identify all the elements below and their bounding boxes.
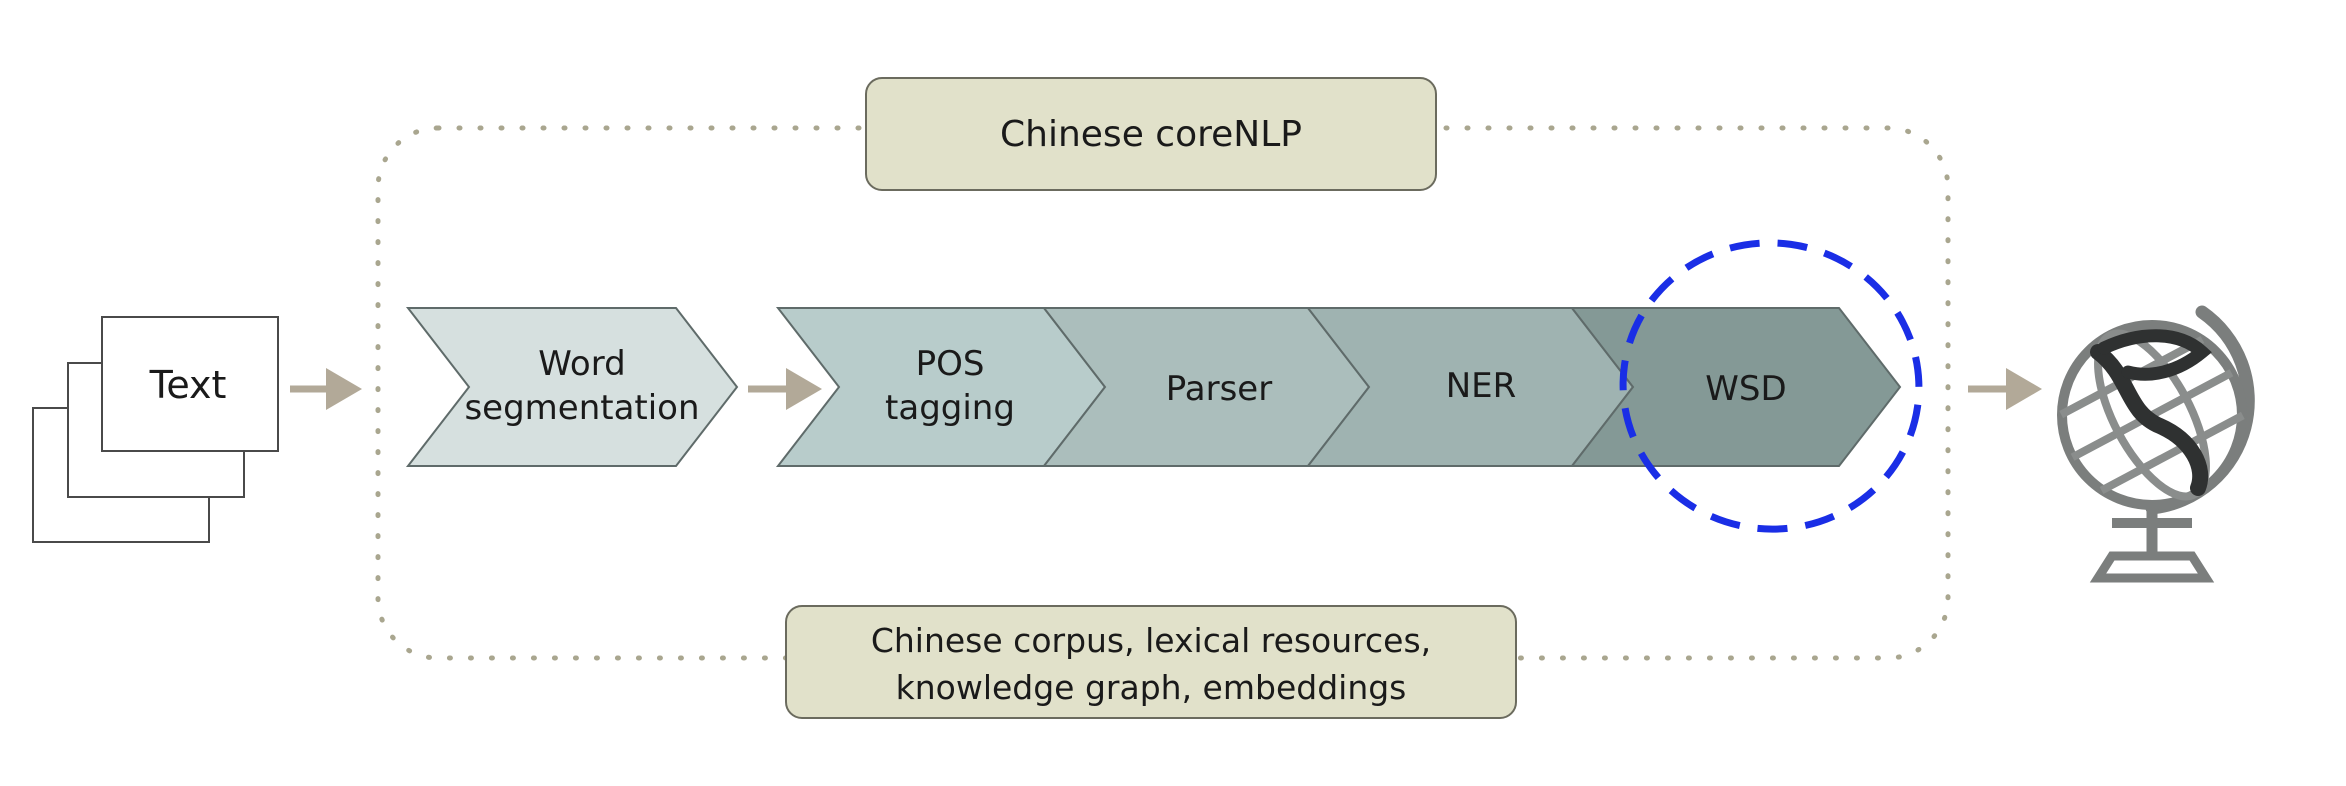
arrow-input-to-segmentation xyxy=(290,368,362,410)
stage-word-segmentation-line-1: Word xyxy=(538,344,625,384)
stage-ner-label: NER xyxy=(1446,366,1517,406)
stage-wsd: WSD xyxy=(1569,307,1902,467)
stage-pos-tagging-line-2: tagging xyxy=(885,388,1015,428)
stage-pos-tagging: POS tagging xyxy=(775,307,1107,467)
globe-icon xyxy=(2057,305,2255,583)
stage-parser-label: Parser xyxy=(1166,369,1272,409)
corenlp-title: Chinese coreNLP xyxy=(1000,114,1302,155)
wsd-highlight-circle xyxy=(1619,239,1923,533)
stage-wsd-label: WSD xyxy=(1705,369,1786,409)
stage-word-segmentation-line-2: segmentation xyxy=(464,388,699,428)
input-text-label: Text xyxy=(149,363,227,407)
resources-line-2: knowledge graph, embeddings xyxy=(896,668,1407,707)
resources-line-1: Chinese corpus, lexical resources, xyxy=(871,621,1431,660)
arrow-segmentation-to-pos xyxy=(748,368,822,410)
text-documents-icon: Text xyxy=(32,316,279,543)
resources-label-box: Chinese corpus, lexical resources, knowl… xyxy=(785,605,1517,719)
arrow-pipeline-to-output xyxy=(1968,368,2042,410)
stage-pos-tagging-line-1: POS xyxy=(916,344,985,384)
stage-word-segmentation: Word segmentation xyxy=(405,307,739,467)
corenlp-label-box: Chinese coreNLP xyxy=(865,77,1437,191)
